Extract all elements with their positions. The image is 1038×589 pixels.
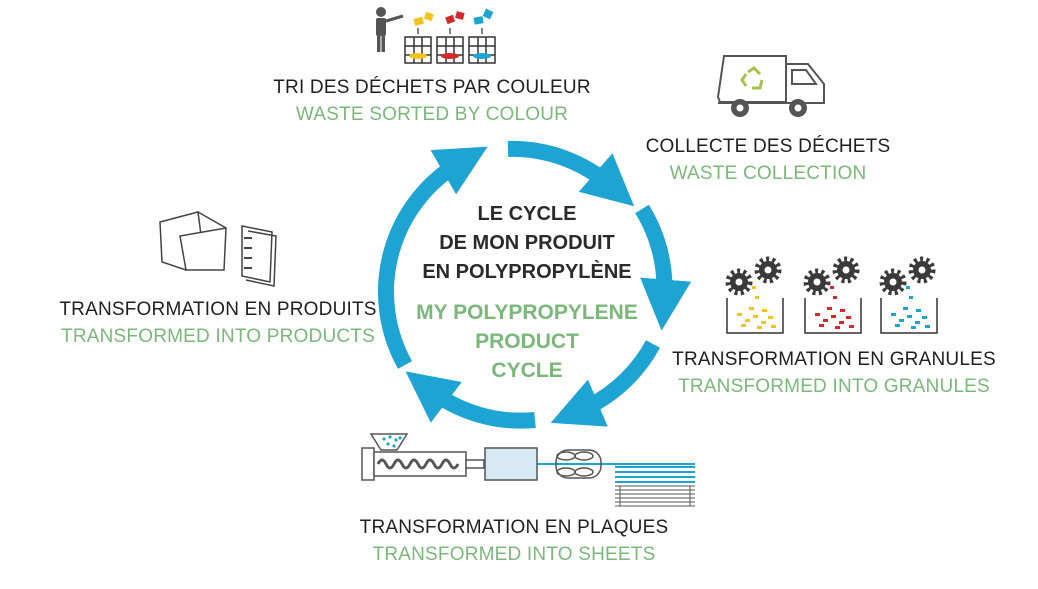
step-sheets-en: TRANSFORMED INTO SHEETS <box>372 544 656 565</box>
garbage-truck-icon <box>716 55 825 117</box>
step-collection-fr: COLLECTE DES DÉCHETS <box>645 136 891 157</box>
step-collection-label: COLLECTE DES DÉCHETS WASTE COLLECTION <box>628 133 908 187</box>
folder-binder-icon <box>159 211 277 287</box>
cycle-arrows <box>378 140 692 429</box>
step-granules-label: TRANSFORMATION EN GRANULES TRANSFORMED I… <box>664 346 1004 400</box>
center-fr-line: EN POLYPROPYLÈNE <box>422 261 632 283</box>
center-title-en: MY POLYPROPYLENE PRODUCT CYCLE <box>400 298 654 385</box>
step-sheets-label: TRANSFORMATION EN PLAQUES TRANSFORMED IN… <box>344 514 684 568</box>
step-products-label: TRANSFORMATION EN PRODUITS TRANSFORMED I… <box>48 296 388 350</box>
cycle-arrow-top <box>507 140 635 207</box>
extruder-line-icon <box>361 433 695 507</box>
cycle-arrow-bottom-right <box>550 340 661 427</box>
center-en-line: MY POLYPROPYLENE <box>416 301 638 324</box>
step-sheets-fr: TRANSFORMATION EN PLAQUES <box>359 517 669 538</box>
person-sorting-bins-icon <box>376 7 496 64</box>
recycle-icon <box>740 66 764 90</box>
step-sorting-label: TRI DES DÉCHETS PAR COULEUR WASTE SORTED… <box>262 74 602 128</box>
step-sorting-en: WASTE SORTED BY COLOUR <box>295 104 569 125</box>
step-sorting-fr: TRI DES DÉCHETS PAR COULEUR <box>273 77 591 98</box>
center-en-line: PRODUCT <box>475 330 579 353</box>
center-en-line: CYCLE <box>491 359 563 382</box>
center-fr-line: DE MON PRODUIT <box>439 232 615 254</box>
center-fr-line: LE CYCLE <box>477 203 577 225</box>
step-granules-en: TRANSFORMED INTO GRANULES <box>678 376 990 397</box>
step-products-en: TRANSFORMED INTO PRODUCTS <box>61 326 375 347</box>
step-collection-en: WASTE COLLECTION <box>669 163 867 184</box>
step-products-fr: TRANSFORMATION EN PRODUITS <box>59 299 377 320</box>
cycle-arrow-left <box>378 146 488 369</box>
step-granules-fr: TRANSFORMATION EN GRANULES <box>672 349 996 370</box>
gears-granules-icon <box>725 256 938 334</box>
cycle-arrow-bottom-left <box>405 371 536 429</box>
center-title-fr: LE CYCLE DE MON PRODUIT EN POLYPROPYLÈNE <box>412 200 642 287</box>
cycle-arrow-right <box>635 204 692 331</box>
